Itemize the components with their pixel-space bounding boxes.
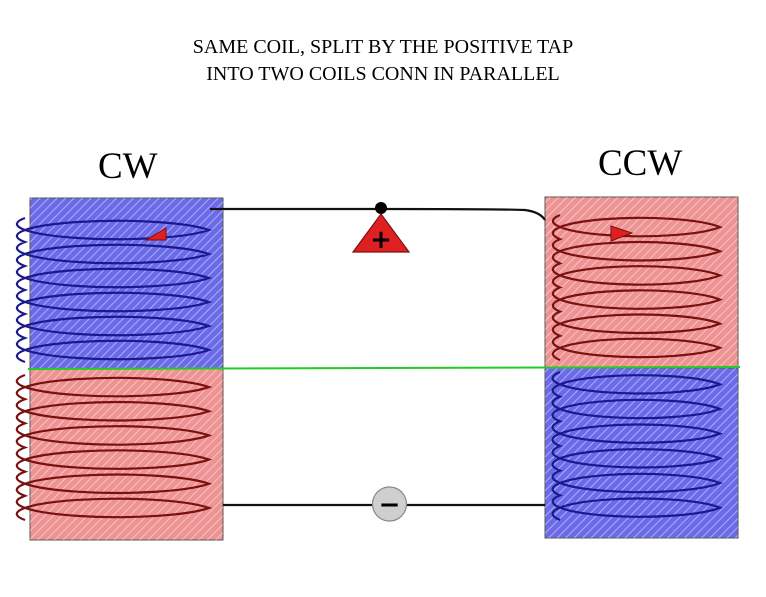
right-coil <box>544 196 739 539</box>
right-coil-label: CCW <box>598 143 683 184</box>
left-coil <box>15 197 224 541</box>
left-coil-label: CW <box>98 146 158 187</box>
left-coil-top-winding <box>15 216 213 364</box>
left-current-arrow <box>144 227 167 241</box>
title-line-1: SAME COIL, SPLIT BY THE POSITIVE TAP <box>192 36 574 58</box>
positive-symbol: + <box>370 225 392 255</box>
title-line-2: INTO TWO COILS CONN IN PARALLEL <box>206 63 560 85</box>
right-current-arrow <box>610 225 634 242</box>
tap-divider-line <box>27 366 741 370</box>
negative-terminal-circle <box>371 486 408 522</box>
diagram-title: SAME COIL, SPLIT BY THE POSITIVE TAP INT… <box>0 34 766 88</box>
positive-terminal-triangle <box>351 212 411 253</box>
right-coil-top-winding <box>551 213 723 362</box>
left-coil-bottom-winding <box>15 373 213 522</box>
positive-wire <box>210 207 546 221</box>
right-coil-bottom-winding <box>551 370 723 522</box>
negative-symbol: − <box>379 490 401 520</box>
positive-terminal: + <box>351 202 411 255</box>
negative-terminal: − <box>371 486 408 522</box>
